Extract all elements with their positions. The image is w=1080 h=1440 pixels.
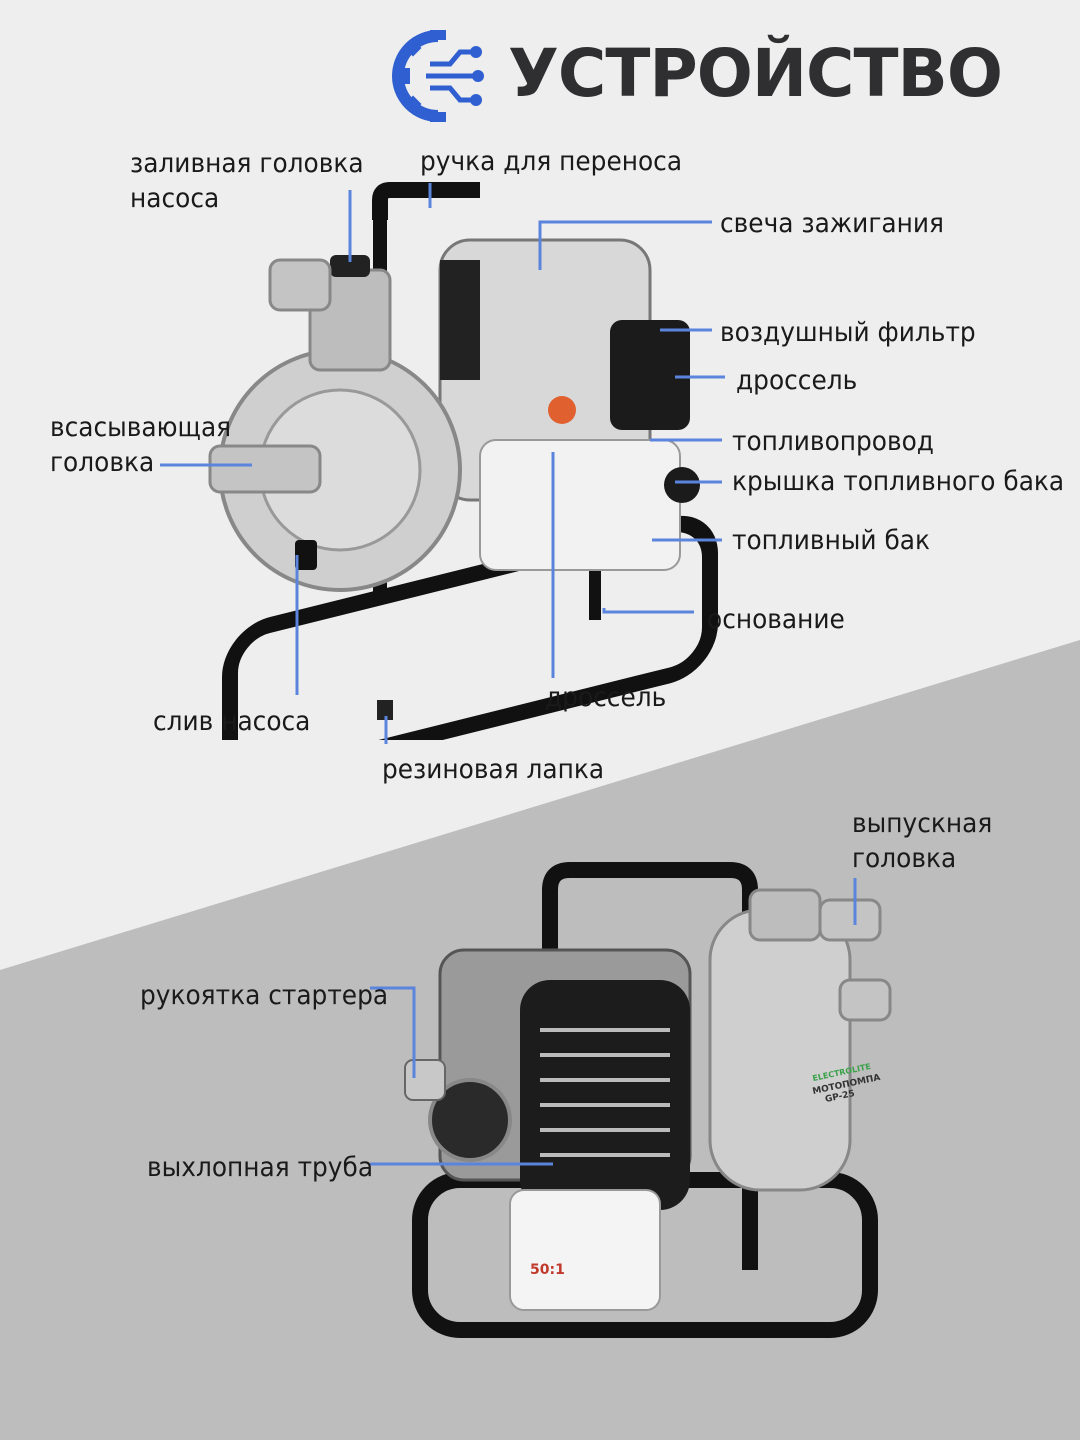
page-title: УСТРОЙСТВО [508, 35, 1003, 112]
label-primer-cap-line1: заливная головка [130, 148, 364, 179]
gear-circuit-logo-icon [392, 30, 484, 122]
label-outlet-line2: головка [852, 843, 957, 874]
badge-fuel-mix: 50:1 [530, 1262, 565, 1278]
label-suction-head: всасывающая головка [50, 410, 231, 480]
label-fuel-cap: крышка топливного бака [732, 466, 1065, 497]
label-fuel-tank: топливный бак [732, 525, 931, 556]
label-carry-handle: ручка для переноса [420, 146, 683, 177]
label-suction-line1: всасывающая [50, 412, 232, 443]
label-air-filter: воздушный фильтр [720, 317, 976, 348]
label-choke-bottom: дроссель [545, 682, 667, 713]
label-primer-cap: заливная головка насоса [130, 146, 364, 216]
label-exhaust: выхлопная труба [147, 1152, 374, 1183]
label-spark-plug: свеча зажигания [720, 208, 944, 239]
label-base: основание [707, 604, 845, 635]
label-primer-cap-line2: насоса [130, 183, 220, 214]
label-outlet-head: выпускная головка [852, 806, 992, 876]
pump-bottom-illustration [404, 862, 892, 1338]
pump-top-illustration [208, 182, 718, 740]
label-drain: слив насоса [153, 706, 311, 737]
label-choke-top: дроссель [736, 365, 858, 396]
label-fuel-line: топливопровод [732, 426, 934, 457]
label-rubber-foot: резиновая лапка [382, 754, 605, 785]
label-outlet-line1: выпускная [852, 808, 993, 839]
label-suction-line2: головка [50, 447, 155, 478]
label-starter-handle: рукоятка стартера [140, 980, 389, 1011]
